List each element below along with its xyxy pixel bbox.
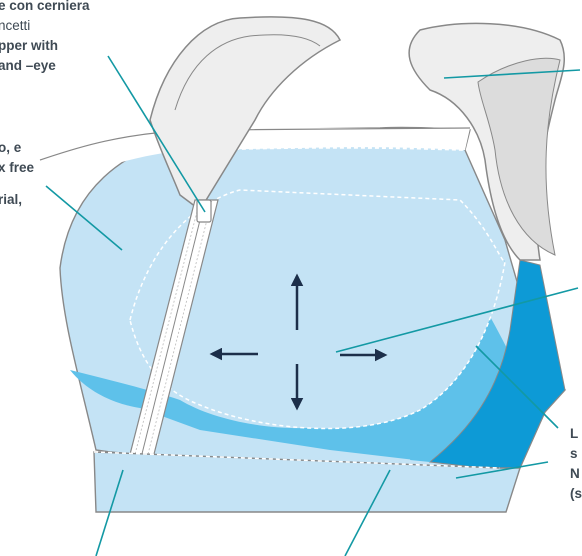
label-side-3: N — [570, 464, 580, 484]
label-zipper-it-1: e con cerniera — [0, 0, 90, 16]
label-side-4: (s — [570, 484, 582, 504]
label-zipper-en-2: and –eye — [0, 56, 56, 76]
label-zipper-it-2: ncetti — [0, 16, 30, 36]
label-material-3: rial, — [0, 190, 22, 210]
label-material-2: x free — [0, 158, 34, 178]
label-side-1: L — [570, 424, 578, 444]
label-side-2: s — [570, 444, 578, 464]
label-material-1: o, e — [0, 138, 21, 158]
label-zipper-en-1: pper with — [0, 36, 58, 56]
